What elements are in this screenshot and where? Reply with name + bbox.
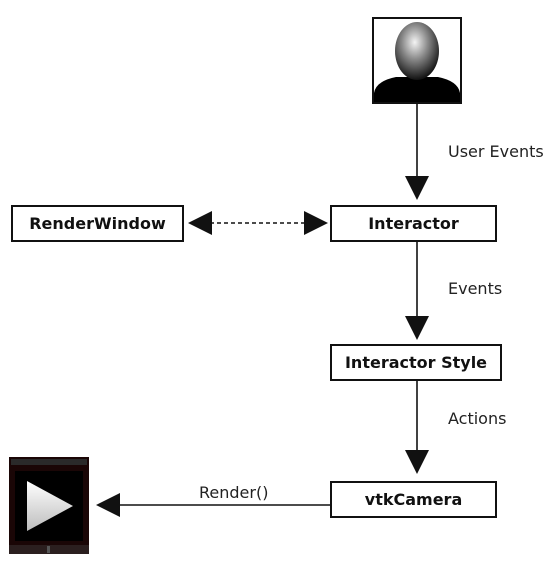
user-silhouette-icon	[374, 22, 460, 102]
vtk-camera-label: vtkCamera	[364, 490, 463, 509]
renderwindow-arrowhead	[188, 211, 212, 235]
actions-arrowhead	[405, 450, 429, 474]
interactor-arrowhead	[304, 211, 328, 235]
user-events-arrowhead	[405, 176, 429, 200]
render-output-thumbnail	[9, 457, 89, 554]
interactor-style-label: Interactor Style	[344, 353, 488, 372]
render-window-label: RenderWindow	[29, 214, 166, 233]
user-events-label: User Events	[448, 142, 544, 161]
render-window-node: RenderWindow	[11, 205, 184, 242]
user-node	[372, 17, 462, 104]
play-frame-icon	[9, 457, 89, 554]
interactor-node: Interactor	[330, 205, 497, 242]
interactor-style-node: Interactor Style	[330, 344, 502, 381]
render-arrowhead	[96, 493, 120, 517]
render-call-label: Render()	[199, 483, 269, 502]
actions-label: Actions	[448, 409, 507, 428]
events-arrowhead	[405, 316, 429, 340]
interactor-label: Interactor	[368, 214, 459, 233]
events-label: Events	[448, 279, 503, 298]
vtk-camera-node: vtkCamera	[330, 481, 497, 518]
